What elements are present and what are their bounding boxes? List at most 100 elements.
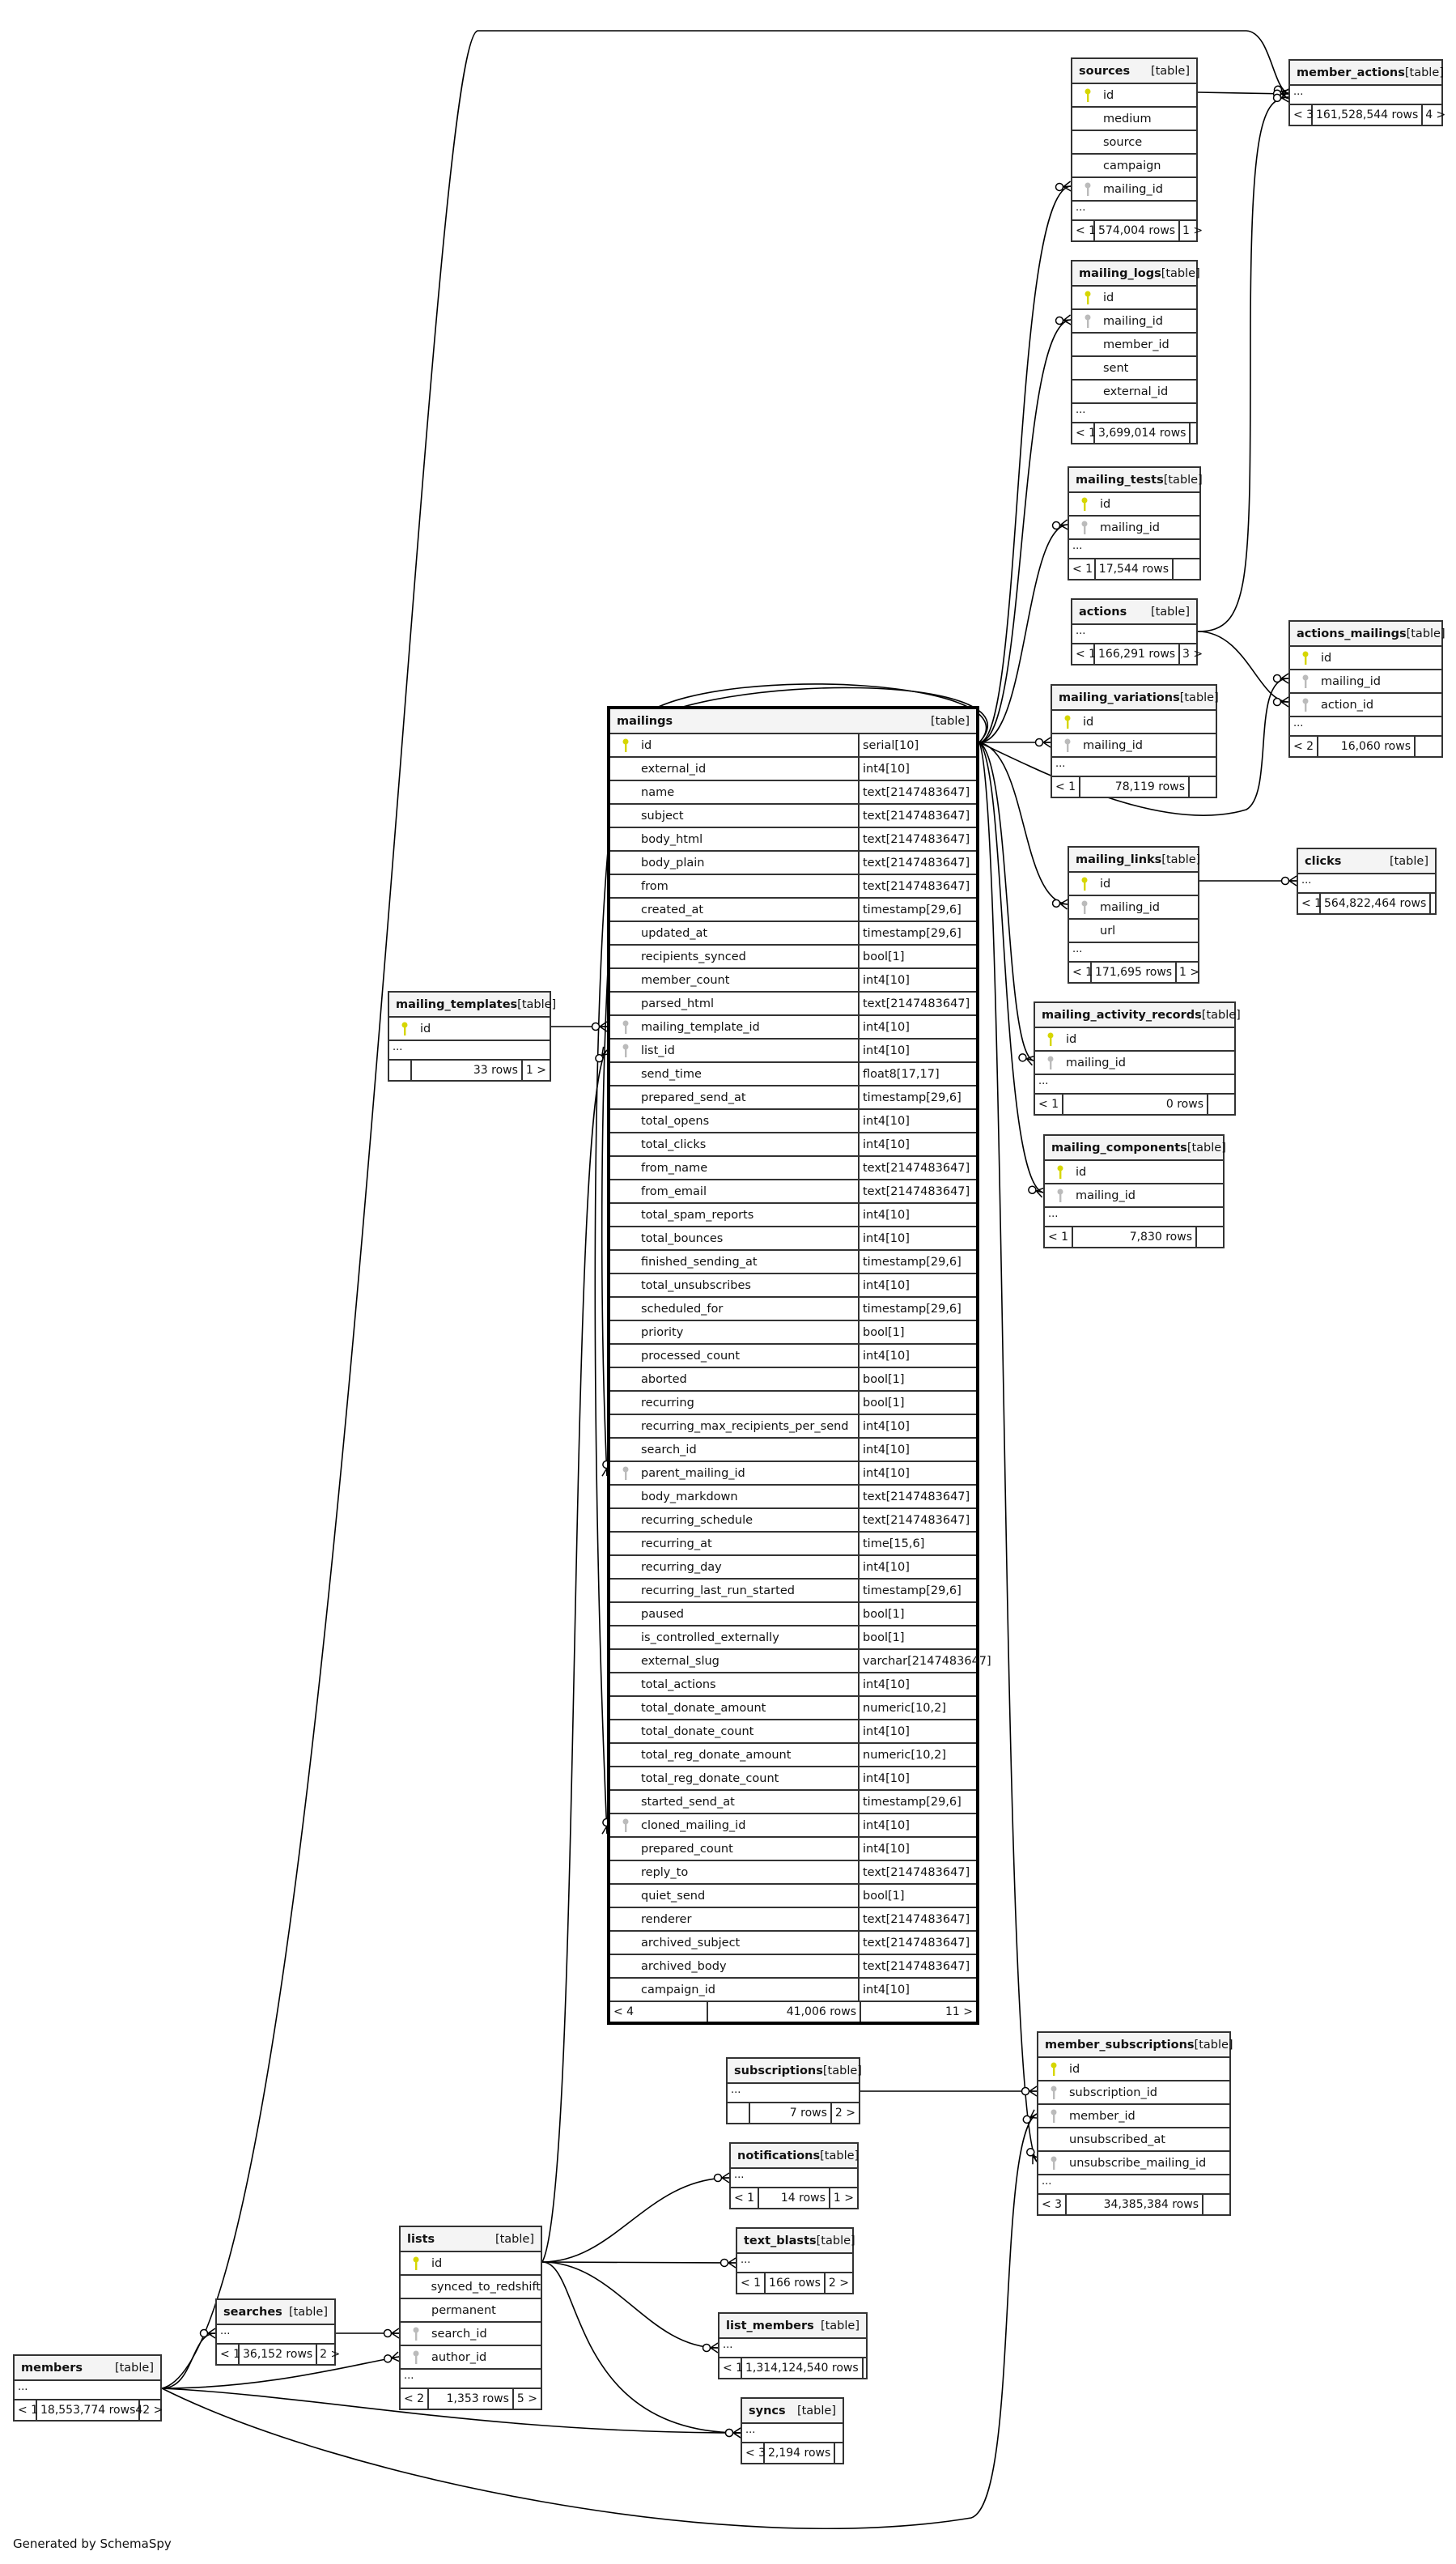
children-link[interactable] — [1431, 894, 1456, 913]
column-row[interactable]: campaign — [1072, 155, 1196, 178]
column-row[interactable]: permanent — [401, 2299, 541, 2323]
children-link[interactable]: 2 > — [834, 2107, 855, 2120]
column-row[interactable]: id — [401, 2252, 541, 2276]
children-link[interactable]: 1 > — [833, 2192, 854, 2205]
parents-link[interactable]: < 3 — [1038, 2195, 1068, 2214]
column-row[interactable]: mailing_id — [1290, 670, 1441, 694]
children-link[interactable]: 2 > — [828, 2277, 849, 2290]
table-name[interactable]: mailing_activity_records — [1042, 1008, 1202, 1022]
children-link[interactable] — [1197, 1227, 1223, 1247]
column-row[interactable]: id — [1069, 873, 1198, 896]
table-name[interactable]: actions_mailings — [1297, 627, 1407, 640]
column-row[interactable]: id — [1052, 711, 1216, 734]
children-link[interactable] — [1190, 777, 1216, 797]
parents-link[interactable]: < 4 — [610, 2002, 708, 2022]
column-row[interactable]: action_id — [1290, 694, 1441, 717]
table-name[interactable]: mailing_variations — [1059, 691, 1180, 704]
children-link[interactable]: 3 > — [1182, 648, 1203, 661]
parents-link[interactable]: < 1 — [720, 2358, 743, 2378]
column-row[interactable]: mailing_id — [1052, 734, 1216, 758]
parents-link[interactable]: < 1 — [217, 2345, 240, 2364]
table-name[interactable]: syncs — [749, 2404, 786, 2417]
column-row[interactable]: id — [389, 1018, 550, 1041]
column-row[interactable]: mailing_id — [1069, 517, 1199, 540]
column-row[interactable]: mailing_id — [1045, 1184, 1223, 1208]
table-name[interactable]: mailing_templates — [396, 997, 518, 1011]
children-link[interactable]: 1 > — [1182, 224, 1203, 237]
children-link[interactable] — [1203, 2195, 1229, 2214]
column-row[interactable]: unsubscribe_mailing_id — [1038, 2152, 1229, 2175]
column-row[interactable]: sent — [1072, 357, 1196, 381]
parents-link[interactable]: < 1 — [1072, 644, 1096, 664]
table-name[interactable]: clicks — [1305, 854, 1342, 868]
table-name[interactable]: actions — [1079, 605, 1127, 619]
column-row[interactable]: mailing_id — [1035, 1052, 1234, 1075]
parents-link[interactable]: < 2 — [401, 2389, 430, 2409]
column-row[interactable]: id — [1290, 647, 1441, 670]
parents-link[interactable]: < 3 — [742, 2443, 766, 2463]
parents-link[interactable]: < 1 — [731, 2188, 760, 2208]
table-name[interactable]: members — [21, 2361, 83, 2375]
table-name[interactable]: searches — [223, 2305, 282, 2319]
parents-link[interactable]: < 2 — [1290, 737, 1319, 756]
column-row[interactable]: synced_to_redshift — [401, 2276, 541, 2299]
column-row[interactable]: member_id — [1038, 2105, 1229, 2128]
children-link[interactable]: 2 > — [320, 2348, 341, 2361]
column-row[interactable]: search_id — [401, 2323, 541, 2346]
table-name[interactable]: mailing_logs — [1079, 266, 1161, 280]
parents-link[interactable]: < 1 — [15, 2400, 38, 2420]
children-link[interactable] — [864, 2358, 889, 2378]
parents-link[interactable]: < 1 — [1069, 559, 1096, 579]
column-row[interactable]: id — [1045, 1161, 1223, 1184]
parents-link[interactable] — [728, 2103, 750, 2123]
parents-link[interactable]: < 1 — [1072, 221, 1096, 240]
children-link[interactable] — [1191, 423, 1216, 443]
parents-link[interactable]: < 1 — [1045, 1227, 1074, 1247]
parents-link[interactable]: < 1 — [1052, 777, 1081, 797]
